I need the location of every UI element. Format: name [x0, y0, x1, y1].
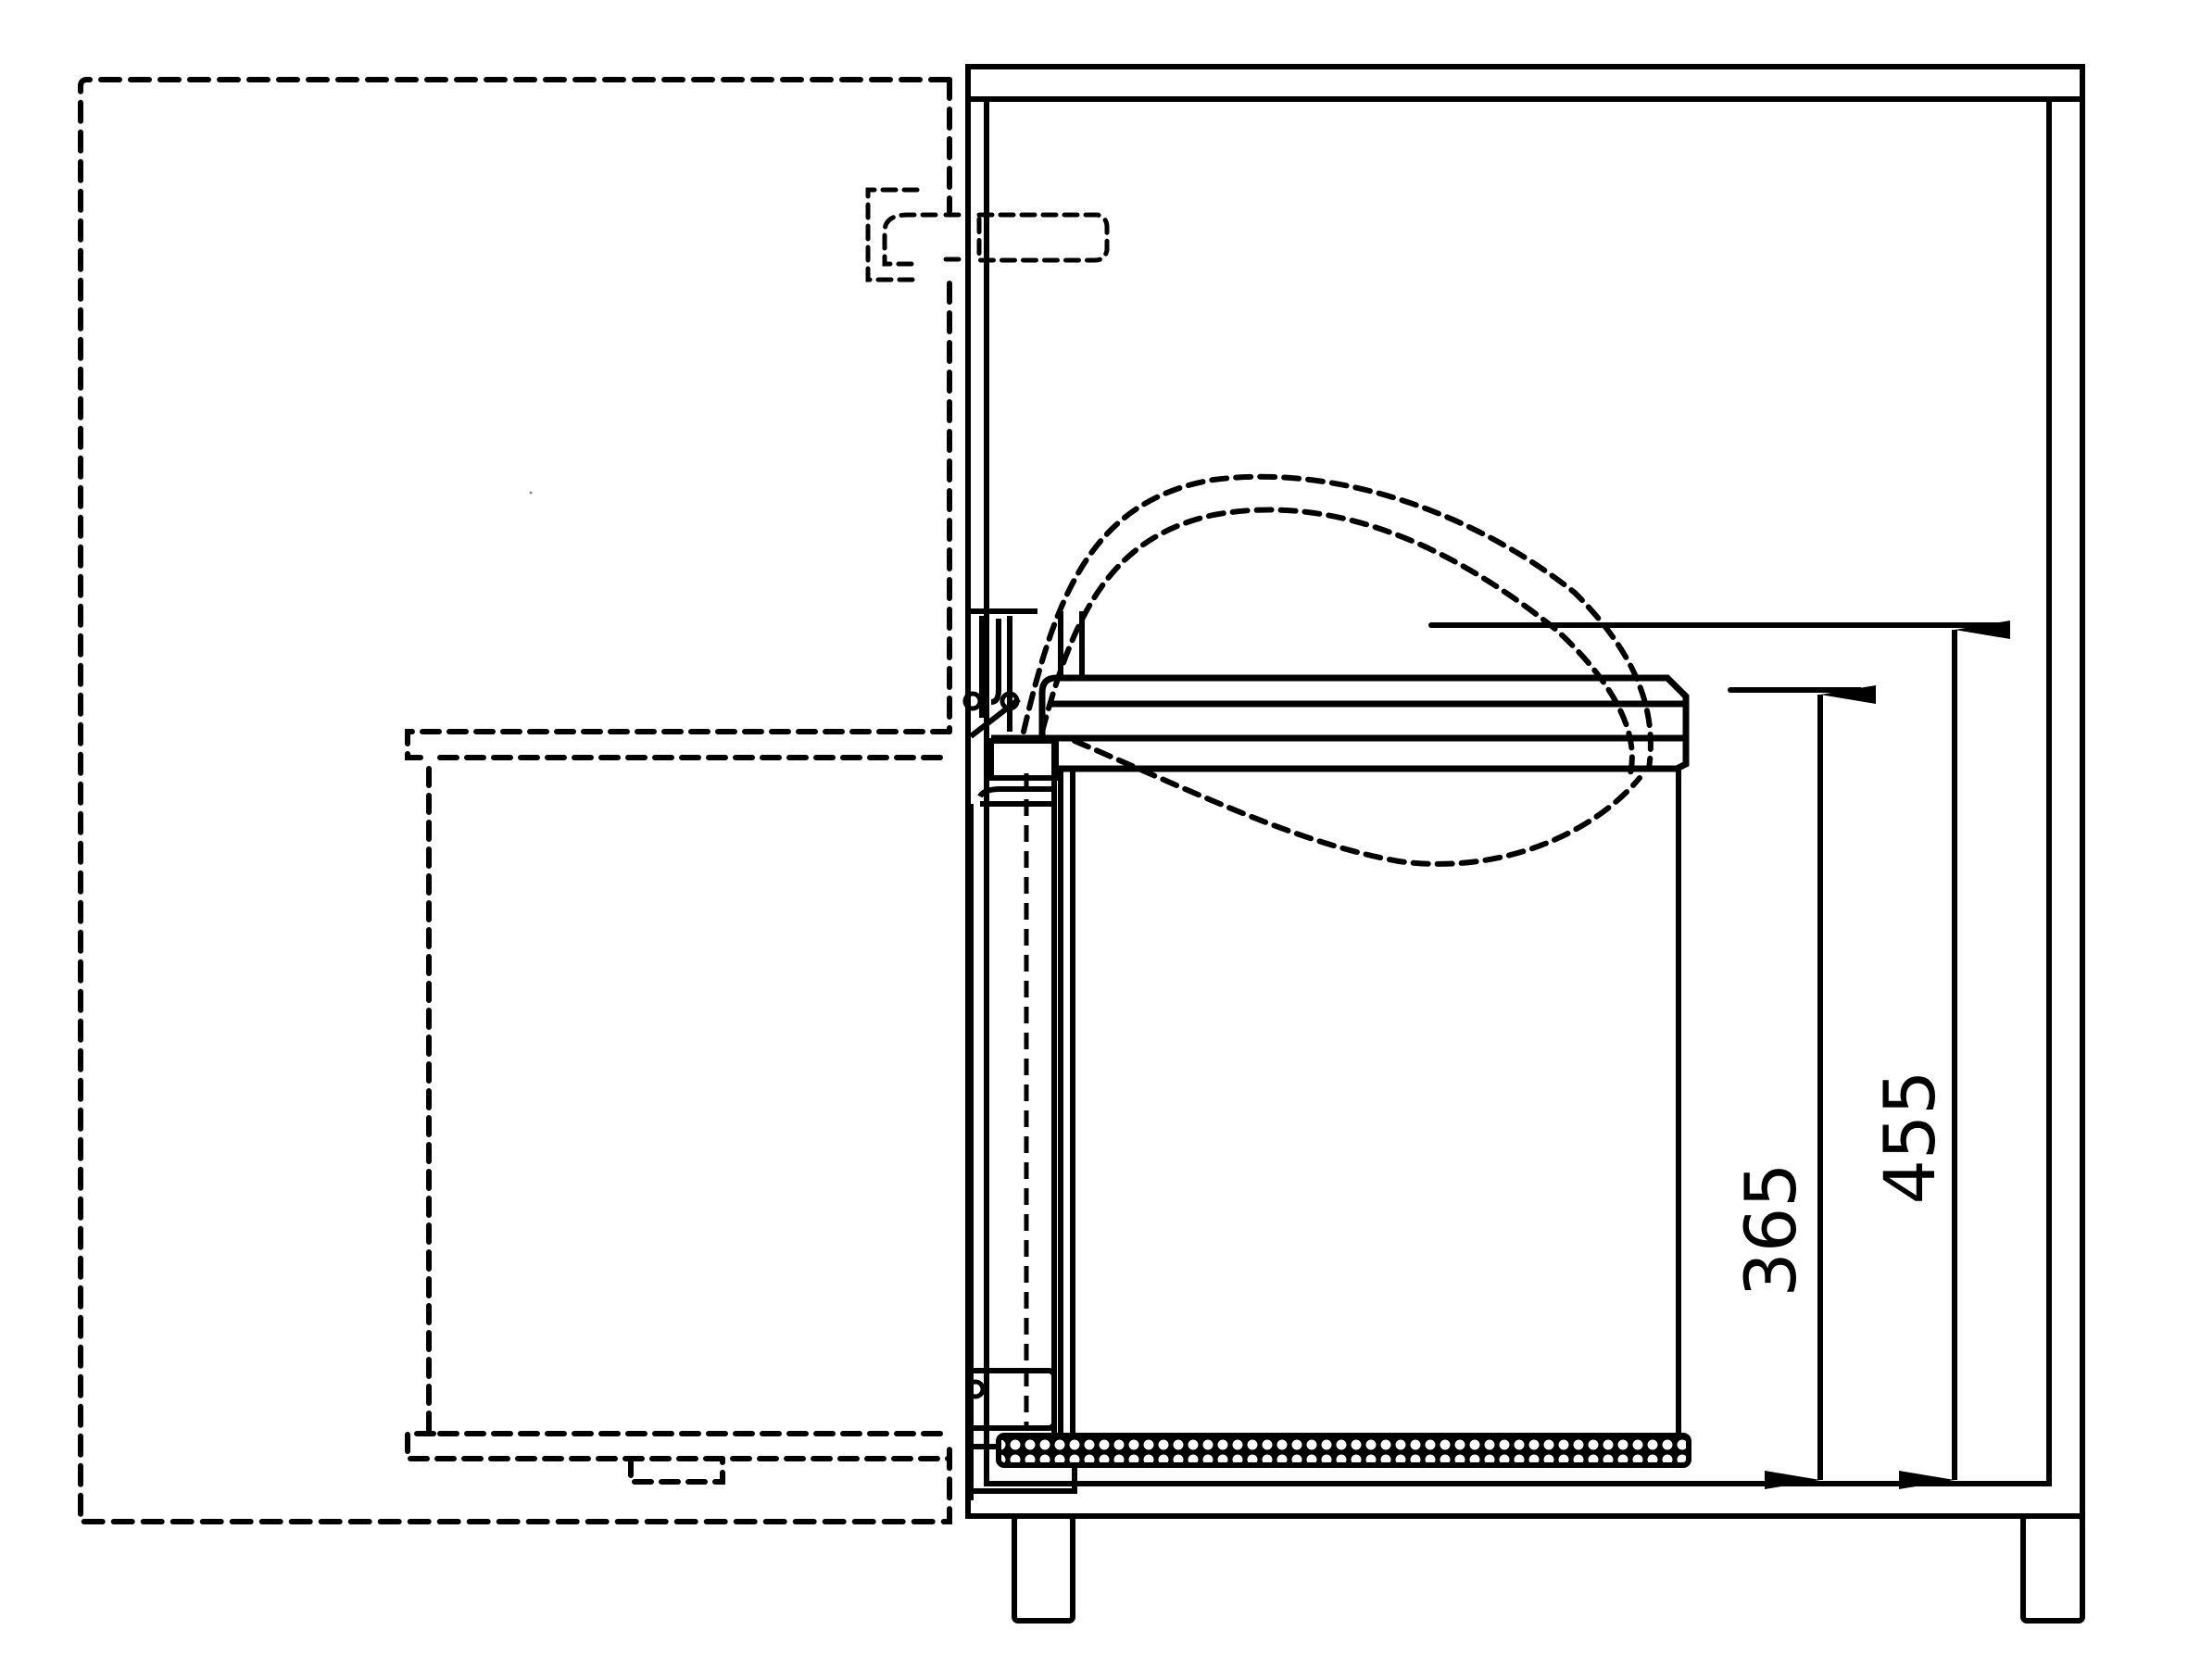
hinge-icon — [865, 187, 1110, 282]
dimension-label-455: 455 — [1868, 1070, 1951, 1204]
dimension-bin-height — [1728, 685, 1876, 1489]
pivot-pin-icon — [962, 691, 983, 711]
cabinet-carcass — [965, 64, 2085, 1519]
pivot-pin-icon — [1000, 691, 1020, 711]
bin-pulled-out-outline — [405, 729, 952, 1485]
pivot-pin-icon — [965, 1379, 986, 1399]
foot-right — [2020, 1513, 2085, 1624]
lid-swing-arc — [1021, 473, 1654, 867]
dimension-total-height — [1428, 621, 2010, 1489]
foot-left — [1012, 1513, 1075, 1624]
bin-lid — [991, 674, 1690, 772]
bin-base — [996, 1433, 1691, 1468]
dimension-label-365: 365 — [1729, 1162, 1812, 1297]
scan-speck — [529, 491, 533, 495]
bin-body — [1058, 769, 1681, 1436]
door-open-outline — [78, 77, 952, 1524]
